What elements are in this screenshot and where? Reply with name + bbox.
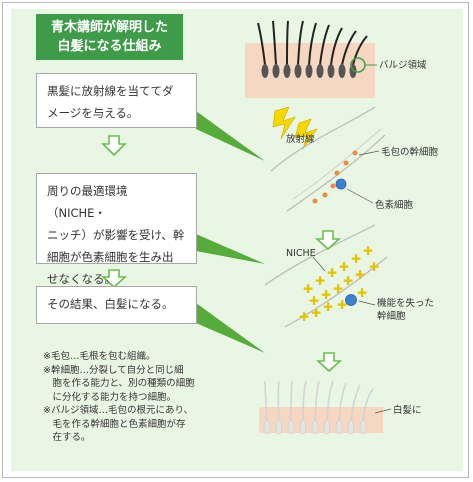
white-hairs — [264, 380, 374, 422]
white-hair-leader — [374, 408, 392, 414]
figure-frame: ✚ ✚ ✚ ✚ ✚ ✚ ✚ ✚ ✚ ✚ ✚ ✚ ✚ ✚ ✚ ✚ ✚ — [2, 2, 469, 478]
note-line: ※毛包…毛根を包む組織。 — [43, 351, 156, 362]
stem-cell-1 — [335, 178, 347, 190]
follicle-outline-2a — [264, 224, 376, 286]
svg-text:✚: ✚ — [351, 252, 361, 266]
radiation-label: 放射線 — [286, 134, 315, 145]
note-line: ※バルジ領域…毛包の根元にあり、 — [43, 405, 194, 416]
step-2-line-1: 周りの最適環境（NICHE・ — [47, 184, 128, 220]
hair-roots — [261, 64, 357, 78]
svg-text:✚: ✚ — [303, 282, 313, 296]
follicle-inner-1 — [292, 128, 382, 200]
svg-text:✚: ✚ — [337, 298, 347, 312]
white-hair-roots — [263, 419, 367, 435]
lost-function-label-2: 幹細胞 — [377, 311, 406, 322]
follicle-outline-1b — [286, 134, 386, 212]
svg-text:✚: ✚ — [315, 274, 325, 288]
stem-cell-2 — [345, 294, 357, 306]
svg-text:✚: ✚ — [321, 288, 331, 302]
footnotes: ※毛包…毛根を包む組織。 ※幹細胞…分裂して自分と同じ細 胞を作る能力と、別の種… — [43, 350, 213, 445]
pigment-leader — [346, 188, 374, 204]
svg-text:✚: ✚ — [299, 310, 309, 324]
note-line: ※幹細胞…分裂して自分と同じ細 — [43, 364, 184, 376]
down-arrow-2 — [100, 269, 128, 289]
note-line: 在する。 — [43, 432, 91, 443]
diagram-title: 青木講師が解明した 白髪になる仕組み — [36, 14, 183, 60]
pigment-cell-label: 色素細胞 — [375, 200, 414, 211]
niche-cells-icon: ✚ ✚ ✚ ✚ ✚ ✚ ✚ ✚ ✚ ✚ ✚ ✚ ✚ ✚ ✚ ✚ ✚ — [299, 244, 379, 324]
connector-wedge-1 — [196, 111, 265, 161]
svg-text:✚: ✚ — [369, 260, 379, 274]
step-2-line-4: せなくなる。 — [47, 272, 116, 286]
step-box-2: 周りの最適環境（NICHE・ ニッチ）が影響を受け、幹 細胞が色素細胞を生み出 … — [36, 173, 197, 286]
radiation-bolts-icon — [272, 106, 318, 150]
svg-text:✚: ✚ — [309, 294, 319, 308]
connector-wedge-3 — [196, 303, 265, 353]
step-box-3: その結果、白髪になる。 — [36, 286, 197, 324]
svg-text:✚: ✚ — [333, 282, 343, 296]
follicle-outline-2b — [284, 256, 388, 328]
title-line-2: 白髪になる仕組み — [57, 39, 162, 54]
lost-function-label-1: 機能を失った — [377, 298, 435, 309]
niche-label: NICHE — [286, 248, 316, 259]
step-2-line-2: ニッチ）が影響を受け、幹 — [47, 228, 185, 242]
step-2-line-3: 細胞が色素細胞を生み出 — [47, 250, 174, 264]
svg-text:✚: ✚ — [311, 306, 321, 320]
note-line: 毛を作る幹細胞と色素細胞が存 — [43, 418, 186, 430]
down-arrow-4 — [315, 352, 343, 373]
note-line: に分化する能力を持つ細胞。 — [43, 391, 177, 403]
illustration: ✚ ✚ ✚ ✚ ✚ ✚ ✚ ✚ ✚ ✚ ✚ ✚ ✚ ✚ ✚ ✚ ✚ — [100, 20, 392, 435]
step-3-line-1: その結果、白髪になる。 — [47, 297, 174, 311]
step-1-line-1: 黒髪に放射線を当ててダ — [47, 84, 174, 98]
follicle-outline-1a — [270, 106, 376, 172]
lost-leader — [358, 300, 376, 306]
white-hair-label: 白髪に — [393, 405, 422, 416]
stem-cell-label: 毛包の幹細胞 — [381, 147, 439, 158]
svg-text:✚: ✚ — [323, 300, 333, 314]
svg-text:✚: ✚ — [355, 268, 365, 282]
svg-text:✚: ✚ — [363, 244, 373, 258]
step-1-line-2: メージを与える。 — [47, 106, 139, 120]
stem-leader — [358, 150, 380, 156]
step-box-1: 黒髪に放射線を当ててダ メージを与える。 — [36, 73, 197, 128]
svg-text:✚: ✚ — [339, 260, 349, 274]
down-arrow-3 — [314, 230, 342, 251]
connector-wedge-2 — [196, 234, 265, 264]
pigment-cells-1 — [312, 150, 358, 204]
bulge-label: バルジ領域 — [379, 60, 427, 71]
svg-text:✚: ✚ — [343, 274, 353, 288]
down-arrow-1 — [101, 135, 127, 157]
title-line-1: 青木講師が解明した — [50, 20, 168, 35]
svg-text:✚: ✚ — [357, 286, 367, 300]
note-line: 胞を作る能力と、別の種類の細胞 — [43, 378, 195, 389]
svg-text:✚: ✚ — [327, 266, 337, 280]
black-hairs — [257, 20, 368, 66]
niche-leader — [312, 256, 326, 272]
